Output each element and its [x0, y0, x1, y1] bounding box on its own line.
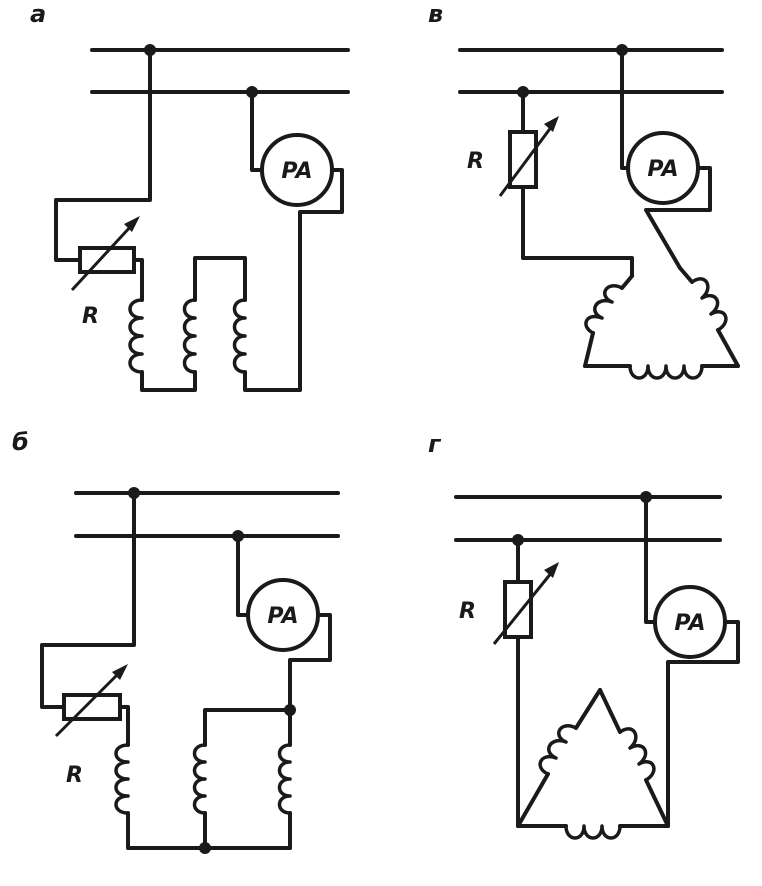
- panel-v-delta-right-low: [716, 328, 740, 368]
- panel-a-coil-1: [128, 298, 144, 374]
- panel-v-delta-right-top: [678, 266, 694, 284]
- panel-b-coil-2: [192, 743, 207, 815]
- panel-v-r-label: R: [467, 149, 484, 174]
- panel-v-label: в: [428, 0, 443, 28]
- panel-g-coil-left: [538, 724, 578, 776]
- panel-b-return-wire: [288, 613, 332, 712]
- panel-b-r-label: R: [66, 763, 83, 788]
- panel-g-ammeter: [653, 585, 727, 659]
- panel-v-delta-left-top: [620, 274, 634, 290]
- panel-v-arrowhead: [544, 116, 559, 132]
- panel-b-label: б: [12, 428, 29, 456]
- panel-g-delta-left-top: [574, 688, 602, 730]
- panel-b: б R PA: [12, 428, 340, 854]
- panel-a-feed-wire: [54, 48, 152, 262]
- panel-g-arrowhead: [544, 562, 559, 578]
- panel-v-res-out: [521, 185, 634, 278]
- panel-g-meter-feed: [644, 495, 657, 624]
- panel-a-label: а: [30, 0, 46, 28]
- panel-g-resistor: [503, 580, 533, 639]
- panel-v-delta: [583, 266, 740, 380]
- panel-b-ammeter: [246, 578, 320, 652]
- panel-a-meter-feed: [250, 90, 264, 172]
- panel-a-coil-link-1: [140, 370, 197, 392]
- panel-g-coil-bottom: [564, 824, 622, 840]
- panel-a-arrowhead: [124, 216, 140, 232]
- panel-a-coil-3: [232, 298, 247, 374]
- panel-b-meter-feed: [236, 534, 250, 617]
- panel-a-r-label: R: [82, 304, 99, 329]
- panel-v-return-wire: [644, 166, 712, 270]
- panel-a-ammeter: [260, 133, 334, 207]
- panel-g-delta-left-low: [516, 772, 550, 828]
- panel-v-coil-bottom: [628, 364, 704, 380]
- panel-a-resistor-arrow: [70, 223, 134, 292]
- panel-a-return-wire: [243, 168, 344, 392]
- panel-v-delta-left-low: [583, 331, 595, 368]
- panel-a-res-out: [132, 258, 144, 302]
- panel-v: в R PA: [428, 0, 740, 380]
- panel-b-common-bottom: [126, 811, 292, 850]
- panel-a-coil-2: [182, 298, 197, 374]
- panel-b-meter-label: PA: [267, 604, 298, 629]
- panel-b-arrowhead: [112, 664, 128, 680]
- panel-v-coil-left: [584, 284, 624, 335]
- panel-g: г R PA: [428, 430, 740, 840]
- panel-a-meter-label: PA: [281, 159, 312, 184]
- panel-g-r-label: R: [459, 599, 476, 624]
- panel-b-coil-1: [114, 743, 130, 815]
- panel-b-resistor-arrow: [54, 670, 122, 738]
- panel-b-coil-2-high: [203, 708, 292, 747]
- panel-a: а R PA: [30, 0, 350, 392]
- panel-g-delta-right-low: [644, 778, 670, 828]
- panel-g-delta-right-top: [598, 688, 622, 734]
- panel-g-meter-label: PA: [674, 611, 705, 636]
- panel-b-feed-wire: [40, 491, 136, 709]
- panel-v-resistor-arrow: [498, 125, 554, 197]
- panel-a-coil-link-2: [193, 256, 247, 302]
- panel-g-delta: [516, 688, 670, 840]
- panel-g-return-wire: [666, 620, 740, 828]
- panel-g-resistor-arrow: [492, 571, 554, 645]
- panel-v-meter-feed: [620, 48, 634, 170]
- panel-g-coil-right: [618, 727, 656, 782]
- panel-b-res-out: [118, 705, 130, 747]
- panel-g-label: г: [428, 430, 442, 458]
- panel-v-meter-label: PA: [647, 157, 678, 182]
- panel-v-coil-right: [690, 277, 728, 332]
- panel-b-coil-3: [277, 743, 292, 815]
